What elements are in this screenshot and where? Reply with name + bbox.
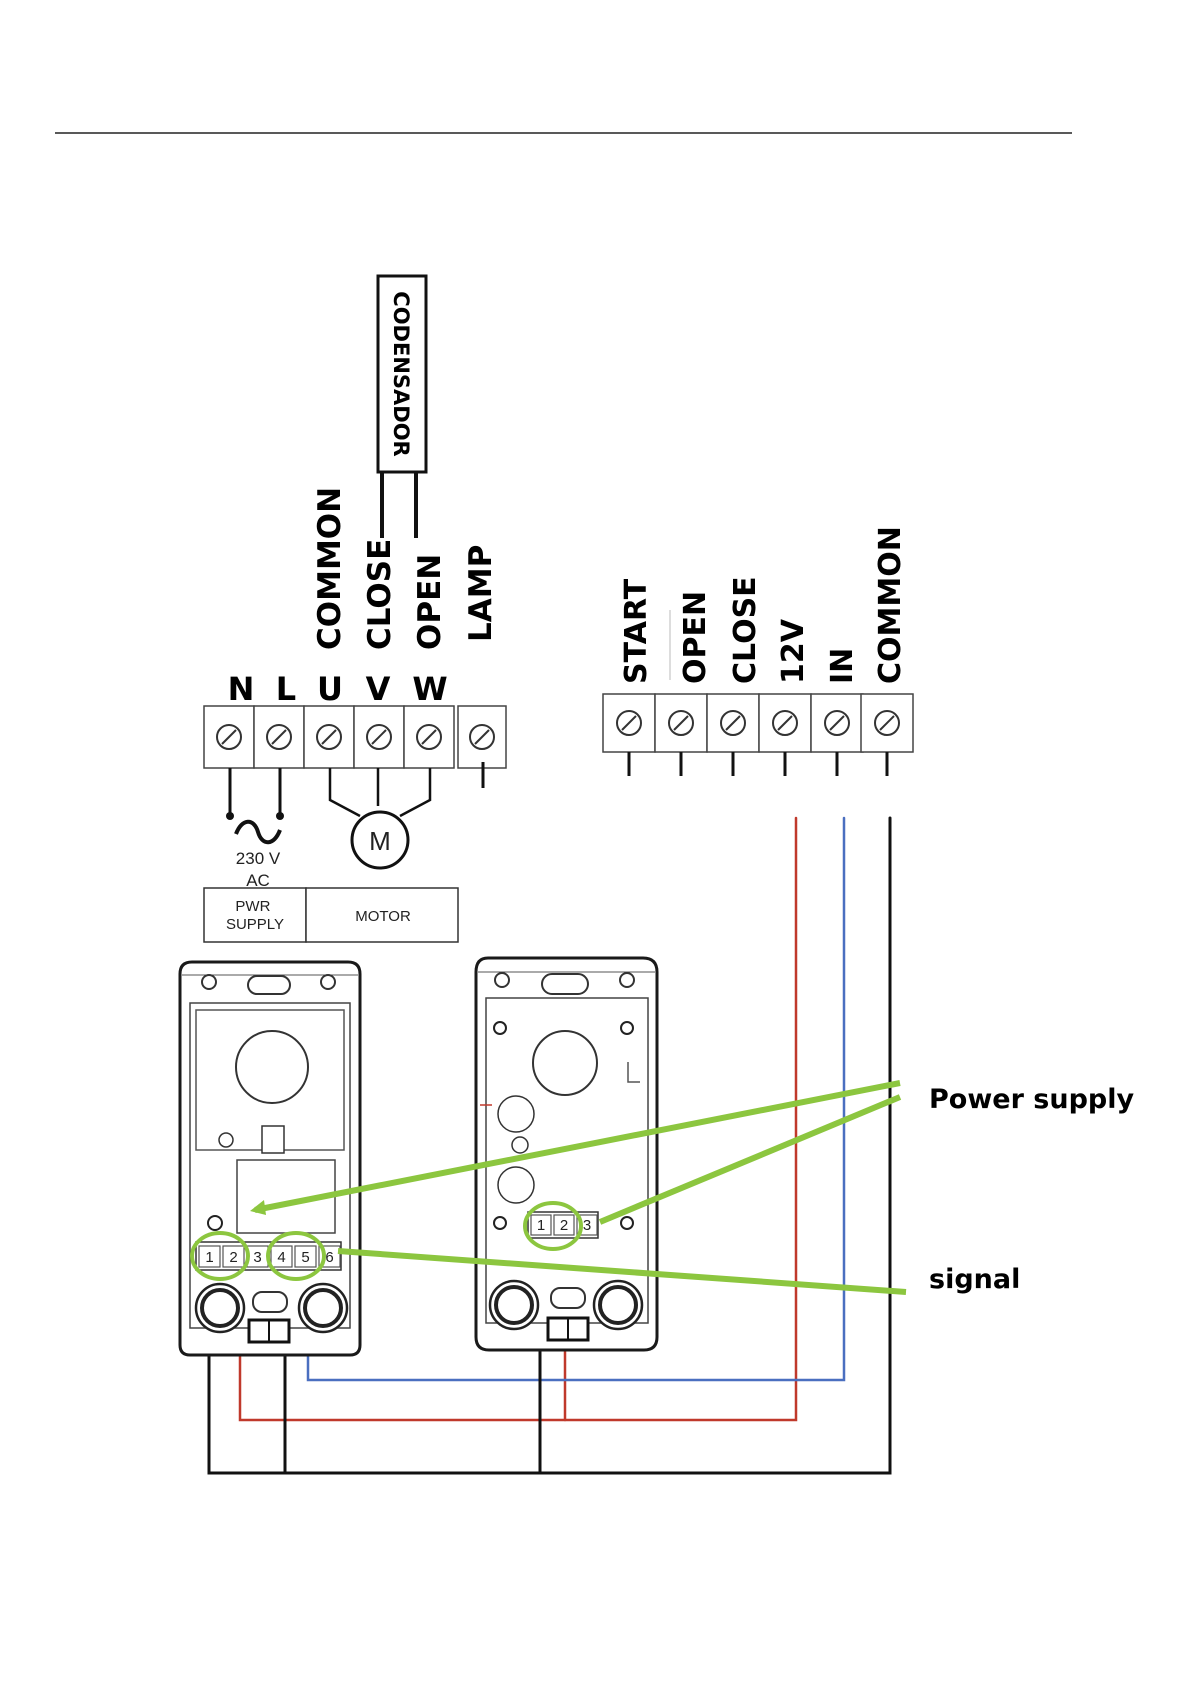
jumper [262, 1126, 284, 1153]
terminal-number: 3 [583, 1217, 591, 1234]
wire-w-motor [400, 768, 430, 816]
terminal-letter-u: U [317, 670, 343, 708]
motor-terminal [354, 706, 404, 768]
ac-symbol [236, 822, 280, 843]
motor-function-common: COMMON [312, 487, 348, 650]
component [498, 1096, 534, 1132]
receiver-right: 123 [476, 958, 657, 1350]
motor-terminal-row [204, 706, 506, 768]
mount-hole [495, 973, 509, 987]
screw [208, 1216, 222, 1230]
motor-terminal [458, 706, 506, 768]
control-function-12v: 12V [776, 618, 811, 684]
control-terminal [655, 694, 707, 752]
capacitor: CODENSADOR [378, 276, 426, 538]
mount-hole [620, 973, 634, 987]
control-function-close: CLOSE [728, 576, 763, 684]
mount-hole [321, 975, 335, 989]
control-function-in: IN [825, 648, 860, 684]
control-terminal [707, 694, 759, 752]
callout-power-supply: Power supply [929, 1084, 1135, 1115]
receiver-right-latch [551, 1288, 585, 1308]
terminal-number: 6 [325, 1249, 333, 1266]
control-function-common: COMMON [873, 526, 908, 684]
buzzer [533, 1031, 597, 1095]
receiver-left-latch [253, 1292, 287, 1312]
control-terminal-block: START OPEN CLOSE 12V IN COMMON [603, 526, 913, 776]
wire-u-motor [330, 768, 360, 816]
supply-voltage: 230 V [236, 849, 281, 868]
supply-type: AC [246, 871, 270, 890]
control-terminal [811, 694, 863, 752]
motor-terminal-block: COMMON CLOSE OPEN LAMP N L U V W 230 V A… [204, 487, 506, 942]
motor-function-lamp: LAMP [463, 545, 499, 642]
power-supply-box-line: PWR [235, 898, 270, 915]
terminal-letter-n: N [228, 670, 255, 708]
terminal-letter-l: L [276, 670, 296, 708]
terminal-number: 4 [277, 1249, 285, 1266]
wire-l-end [276, 812, 284, 820]
terminal-number: 1 [537, 1217, 545, 1234]
terminal-number: 1 [205, 1249, 213, 1266]
wire-n-end [226, 812, 234, 820]
mount-slot [248, 976, 290, 994]
terminal-letter-v: V [366, 670, 391, 708]
terminal-number: 2 [229, 1249, 237, 1266]
terminal-number: 3 [253, 1249, 261, 1266]
power-supply-box [204, 888, 306, 942]
control-terminal [759, 694, 811, 752]
terminal-letter-w: W [412, 670, 447, 708]
component [498, 1167, 534, 1203]
mount-slot [542, 974, 588, 994]
motor-terminal [254, 706, 304, 768]
buzzer [236, 1031, 308, 1103]
control-terminal-row [603, 694, 913, 776]
motor-function-close: CLOSE [362, 539, 398, 650]
control-terminal [603, 694, 655, 752]
screw [494, 1217, 506, 1229]
motor-box-label: MOTOR [355, 908, 411, 925]
screw [494, 1022, 506, 1034]
terminal-number: 2 [560, 1217, 568, 1234]
control-terminal [861, 694, 913, 752]
motor-function-open: OPEN [412, 554, 448, 650]
callout-signal: signal [929, 1264, 1020, 1295]
screw [621, 1217, 633, 1229]
motor-terminal [304, 706, 354, 768]
motor-terminal [404, 706, 454, 768]
motor-letter: M [369, 826, 391, 856]
control-function-open: OPEN [678, 591, 713, 684]
terminal-number: 5 [301, 1249, 309, 1266]
mount-hole [202, 975, 216, 989]
led [219, 1133, 233, 1147]
capacitor-label: CODENSADOR [389, 291, 413, 456]
power-supply-box-line: SUPPLY [226, 916, 284, 933]
screw [621, 1022, 633, 1034]
motor-terminal [204, 706, 254, 768]
control-function-start: START [619, 578, 654, 684]
component [512, 1137, 528, 1153]
